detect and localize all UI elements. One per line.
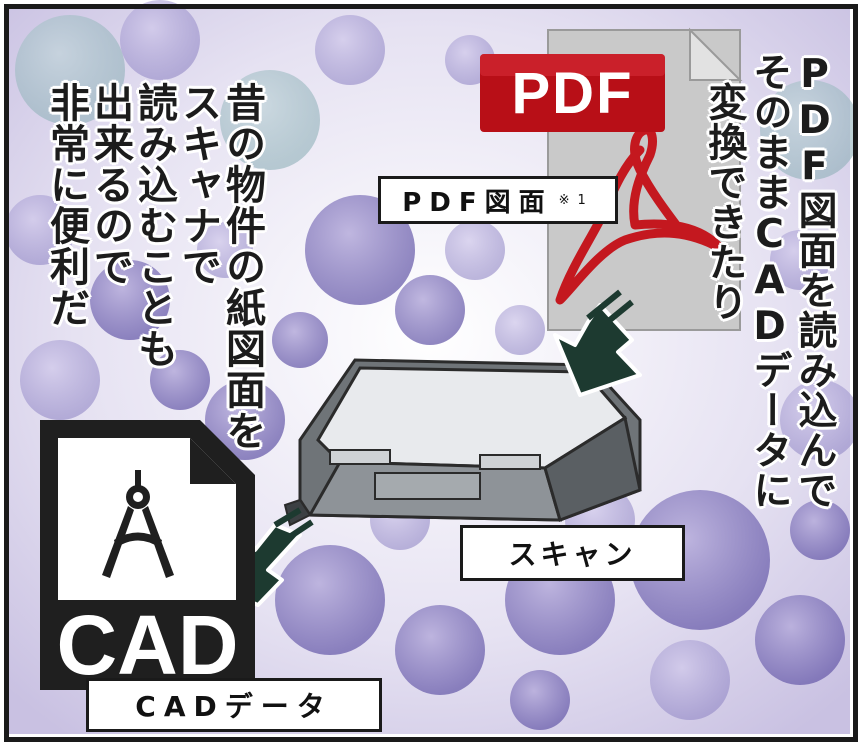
left-caption-line-5: 非常に便利だ [43,82,89,328]
acrobat-swirl-icon [555,125,725,305]
cad-file-icon [40,420,255,690]
pdf-drawing-note: ※1 [558,192,594,208]
cad-badge-text: CAD [56,597,239,692]
left-caption-line-3: 読み込むことも [131,82,177,369]
left-caption-line-2: スキャナで [175,82,221,287]
left-caption-line-4: 出来るので [87,82,133,287]
right-caption-line-1: PDF図面を読み込んで [792,52,837,510]
cad-data-label-text: CADデータ [135,690,333,723]
pdf-badge [480,54,665,132]
scanner-illustration [283,358,642,527]
compass-icon [102,470,174,578]
left-caption-line-1: 昔の物件の紙図面を [219,82,265,451]
right-caption-line-2: そのままCADデータに [747,52,792,510]
scan-label-text: スキャン [508,538,637,571]
scan-label: スキャン [460,525,685,581]
pdf-badge-text: PDF [511,60,634,126]
pdf-drawing-label-text: PDF図面 [402,187,553,218]
bokeh-bubbles [5,0,858,730]
right-caption-line-3: 変換できたり [702,82,747,322]
cad-data-label: CADデータ [86,678,382,732]
pdf-document [480,27,743,331]
pdf-drawing-label: PDF図面 ※1 [378,176,618,224]
arrow-pdf-to-scanner [553,289,642,397]
